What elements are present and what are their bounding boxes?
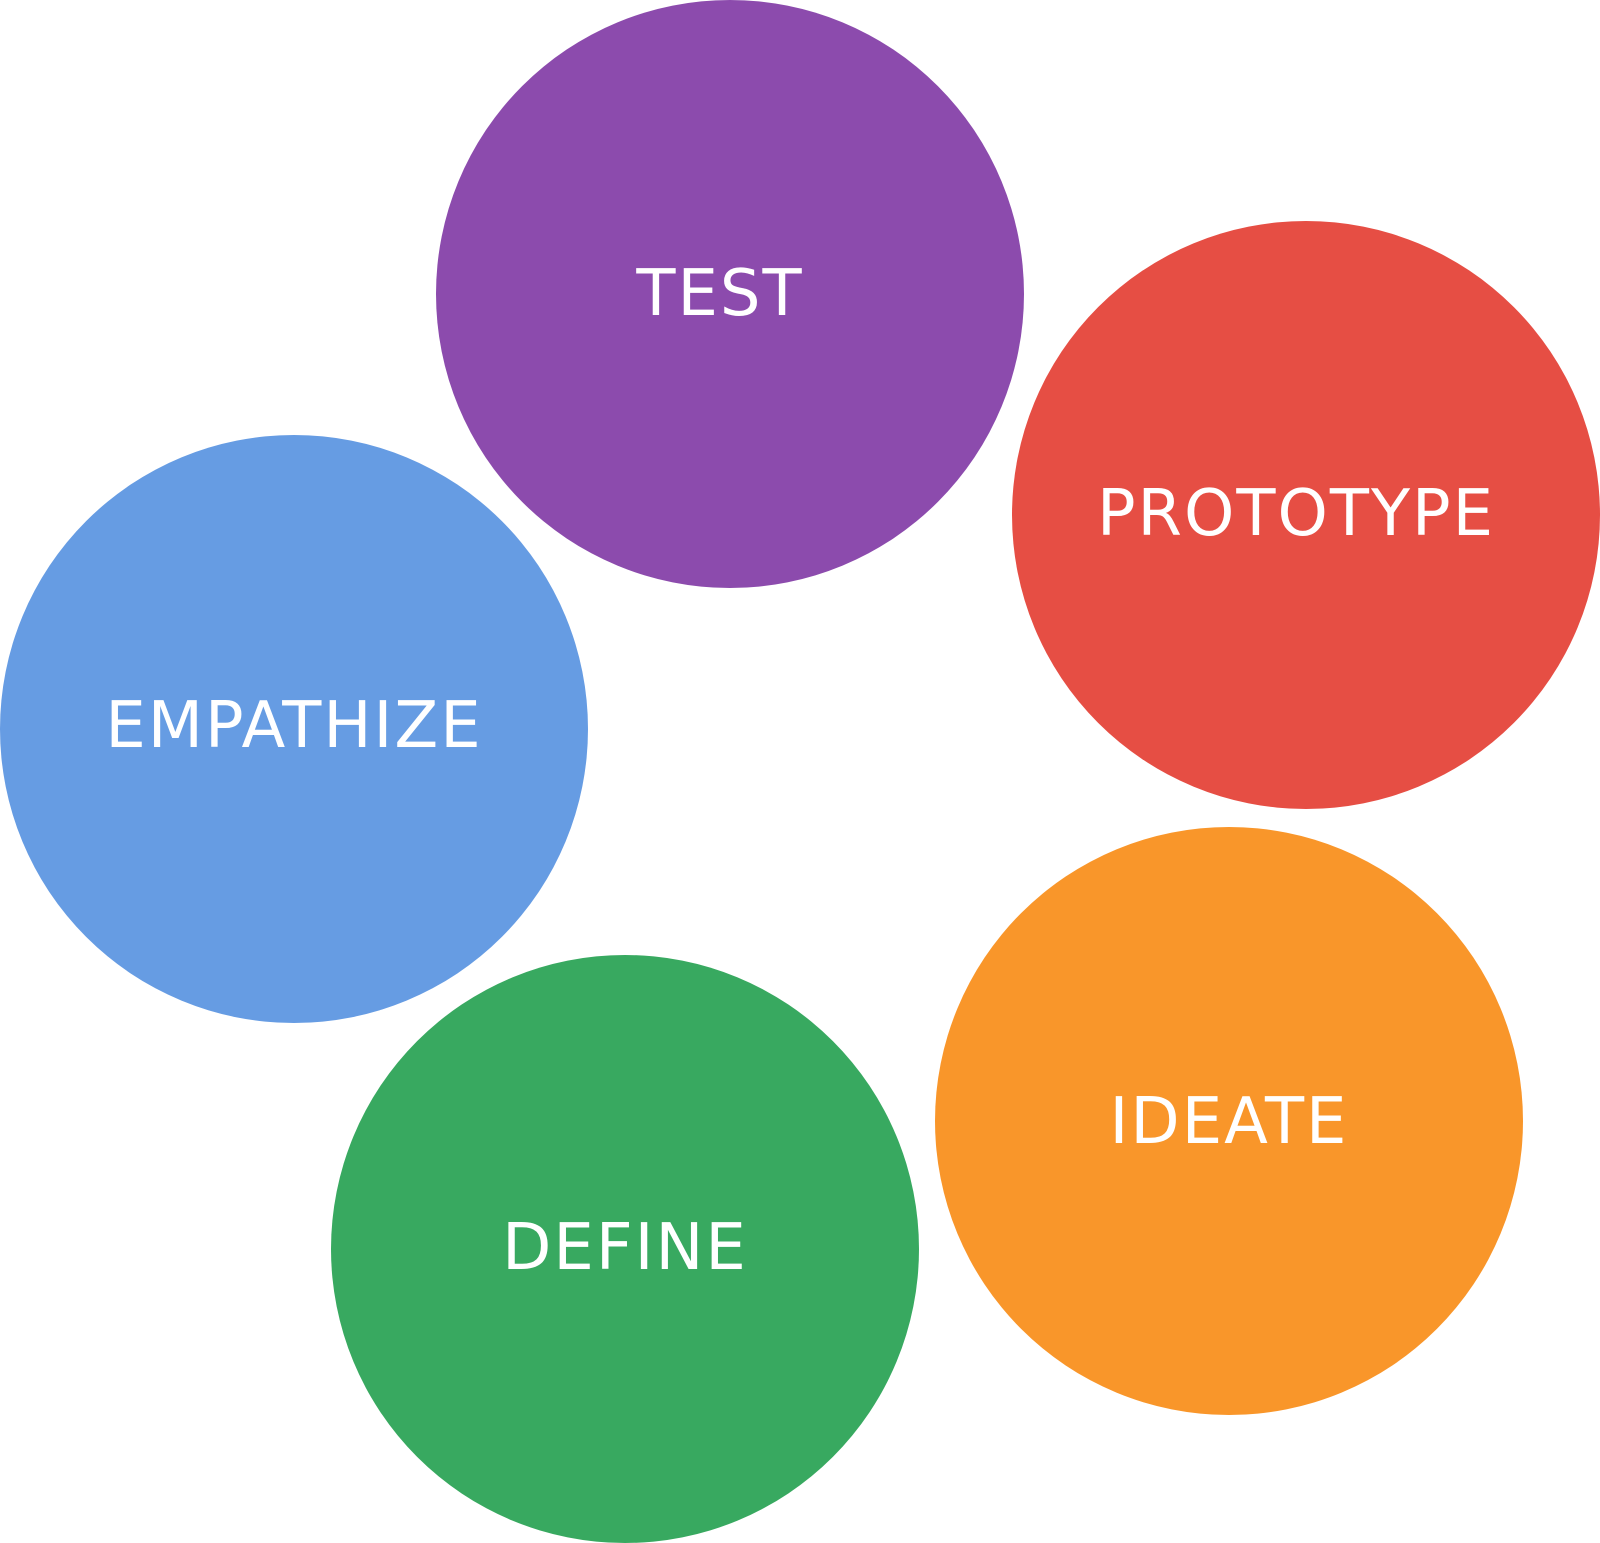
stage-ideate-label: IDEATE	[1110, 1085, 1349, 1159]
stage-test-label: TEST	[635, 257, 803, 331]
stage-empathize: EMPATHIZE	[0, 435, 588, 1023]
stage-prototype-circle	[1012, 221, 1600, 809]
stage-test-circle	[436, 0, 1024, 588]
stage-prototype: PROTOTYPE	[1012, 221, 1600, 809]
stage-ideate: IDEATE	[935, 827, 1523, 1415]
stage-test: TEST	[436, 0, 1024, 588]
stage-empathize-label: EMPATHIZE	[105, 689, 482, 763]
stage-define: DEFINE	[331, 955, 919, 1543]
stage-define-label: DEFINE	[502, 1211, 748, 1285]
stage-empathize-circle	[0, 435, 588, 1023]
stage-define-circle	[331, 955, 919, 1543]
stage-ideate-circle	[935, 827, 1523, 1415]
stage-prototype-label: PROTOTYPE	[1097, 477, 1495, 551]
